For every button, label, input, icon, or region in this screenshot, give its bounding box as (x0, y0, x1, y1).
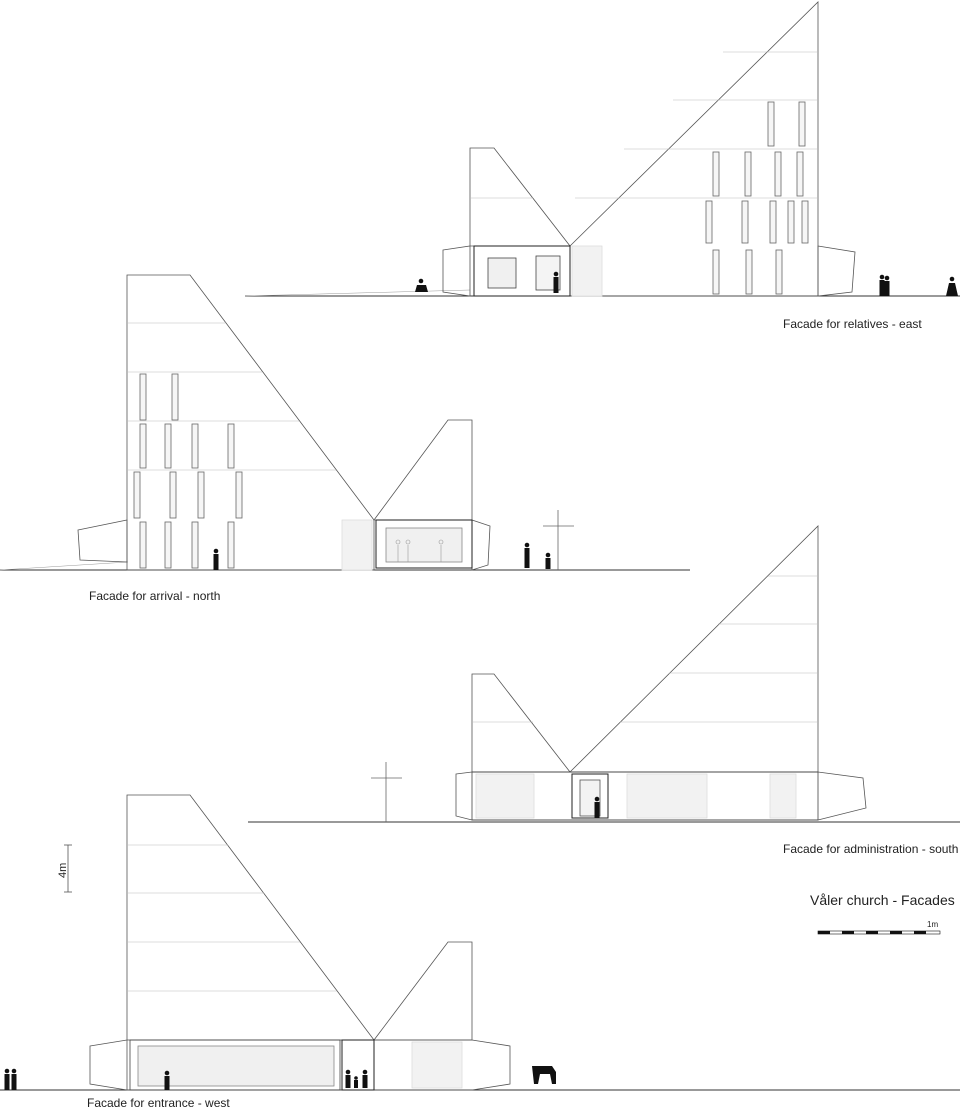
label-west: Facade for entrance - west (87, 1096, 230, 1110)
gable (373, 941, 473, 1041)
horse (532, 1066, 556, 1084)
height-marker-label: 4m (57, 862, 69, 878)
north-facade (0, 274, 690, 571)
gable (373, 419, 473, 521)
tower (569, 525, 819, 773)
scale-bar-label: 1m (927, 920, 939, 929)
drawing-title: Våler church - Facades (810, 892, 955, 908)
west-facade (0, 794, 960, 1091)
east-facade (244, 1, 960, 297)
label-north: Facade for arrival - north (89, 589, 221, 603)
tower (126, 274, 375, 571)
gable (469, 147, 571, 247)
gable (471, 673, 571, 773)
label-south: Facade for administration - south (783, 842, 959, 856)
scale-bar (817, 930, 941, 935)
south-facade (248, 525, 960, 823)
label-east: Facade for relatives - east (783, 317, 922, 331)
